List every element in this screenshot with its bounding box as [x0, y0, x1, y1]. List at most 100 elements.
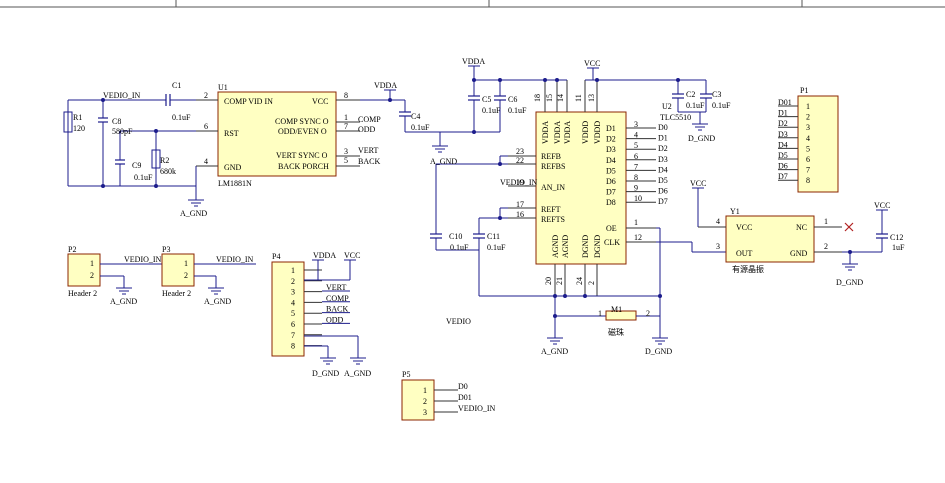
p1-pin-5: 5: [806, 144, 810, 153]
y1-n3: 3: [716, 242, 720, 251]
u2-dnet-2: D2: [658, 144, 668, 153]
u1-n5: 5: [344, 156, 348, 165]
u1-pin-vid: COMP VID IN: [224, 97, 273, 106]
net-comp: COMP: [358, 115, 381, 124]
p3-ref: P3: [162, 245, 170, 254]
u2-pin-d5: D5: [606, 166, 616, 175]
u1-pin-vert-sync: VERT SYNC O: [276, 151, 328, 160]
net-odd: ODD: [358, 125, 376, 134]
p2-n1: 1: [90, 259, 94, 268]
u2-pin-d7: D7: [606, 188, 616, 197]
p2-ref: P2: [68, 245, 76, 254]
p3-n1: 1: [184, 259, 188, 268]
r1-value: 120: [73, 124, 85, 133]
u1-pin-rst: RST: [224, 129, 239, 138]
p4-pin-5: 5: [291, 309, 295, 318]
u1-pin-comp-sync: COMP SYNC O: [275, 117, 329, 126]
c10-value: 0.1uF: [450, 243, 469, 252]
p2-header[interactable]: P2 1 2 Header 2 VEDIO_IN A_GND: [67, 245, 162, 306]
vdda-u2: VDDA: [462, 57, 485, 66]
p1-ref: P1: [800, 86, 808, 95]
c5-ref: C5: [482, 95, 491, 104]
p1-net-0: D01: [778, 98, 792, 107]
p4-pin-1: 1: [291, 266, 295, 275]
u2-pin-d4: D4: [606, 156, 616, 165]
sheet-frame: [0, 0, 945, 8]
u2-n24: 24: [575, 277, 584, 285]
r1-symbol: [63, 111, 73, 133]
u1-n3: 3: [344, 147, 348, 156]
c2-ref: C2: [686, 90, 695, 99]
p4-net-vert: VERT: [326, 283, 347, 292]
u2-n23: 23: [516, 147, 524, 156]
c8-ref: C8: [112, 117, 121, 126]
u2-pin-refbs: REFBS: [541, 162, 565, 171]
u2-n16: 16: [516, 210, 524, 219]
u2-pin-anin: AN_IN: [541, 183, 565, 192]
u2-dnum-3: 5: [634, 141, 638, 150]
agnd-p4: A_GND: [344, 369, 371, 378]
u2-n12: 12: [634, 233, 642, 242]
u2-dnum-6: 8: [634, 173, 638, 182]
p1-pin-8: 8: [806, 176, 810, 185]
p3-body: [161, 253, 195, 287]
p5-ref: P5: [402, 370, 410, 379]
u1-n7: 7: [344, 122, 348, 131]
u2-dnet-4: D4: [658, 165, 668, 174]
u2-n19: 19: [516, 178, 524, 187]
vcc-u2: VCC: [584, 59, 600, 68]
p2-label: Header 2: [68, 289, 97, 298]
u2-dnum-4: 6: [634, 152, 638, 161]
agnd-m1: A_GND: [541, 347, 568, 356]
u2-agnd-a: AGND: [551, 235, 560, 258]
u1-lm1881n[interactable]: U1 LM1881N COMP VID IN VCC RST GND COMP …: [196, 83, 381, 188]
r2-value: 680k: [160, 167, 176, 176]
p5-pin-3: 3: [423, 408, 427, 417]
c2-value: 0.1uF: [686, 101, 705, 110]
c9-ref: C9: [132, 161, 141, 170]
dgnd-u2: D_GND: [688, 134, 715, 143]
u1-n1: 1: [344, 113, 348, 122]
p1-net-1: D1: [778, 109, 788, 118]
p5-pin-1: 1: [423, 386, 427, 395]
c11-ref: C11: [487, 232, 500, 241]
c10-ref: C10: [449, 232, 462, 241]
u2-tlc5510[interactable]: 18 15 14 11 13 VDDA VDDA VDDA VDDD VDDD …: [500, 80, 691, 296]
u1-n2: 2: [204, 91, 208, 100]
vdda-p4: VDDA: [313, 251, 336, 260]
u2-vdda-b: VDDA: [553, 121, 562, 144]
p3-header[interactable]: P3 1 2 Header 2 VEDIO_IN A_GND: [161, 245, 256, 306]
vcc-y1: VCC: [690, 179, 706, 188]
y1-ref: Y1: [730, 207, 740, 216]
y1-n4: 4: [716, 217, 720, 226]
dgnd-m1: D_GND: [645, 347, 672, 356]
p1-net-4: D4: [778, 140, 788, 149]
y1-oscillator[interactable]: Y1 VCC NC OUT GND 有源晶振 4 3 1 2 VCC D_GND…: [690, 179, 905, 287]
u2-n17: 17: [516, 200, 524, 209]
u2-n14: 14: [556, 94, 565, 102]
net-back: BACK: [358, 157, 380, 166]
c6-ref: C6: [508, 95, 517, 104]
p2-n2: 2: [90, 271, 94, 280]
u2-dgnd-a: DGND: [581, 235, 590, 258]
m1-label: 磁珠: [608, 327, 624, 337]
u1-part: LM1881N: [218, 179, 252, 188]
p4-ref: P4: [272, 252, 280, 261]
y1-pin-out: OUT: [736, 249, 753, 258]
p5-pin-2: 2: [423, 397, 427, 406]
u2-vddd-a: VDDD: [581, 121, 590, 144]
u2-n13: 13: [587, 94, 596, 102]
m1-n2: 2: [646, 309, 650, 318]
u2-power-network: [430, 65, 726, 345]
p4-pin-7: 7: [291, 331, 295, 340]
u2-dnet-0: D0: [658, 123, 668, 132]
u1-body: [217, 91, 337, 177]
u2-labels: VDDA VCC C5 0.1uF C6 0.1uF C2 0.1uF C3 0…: [430, 57, 731, 356]
